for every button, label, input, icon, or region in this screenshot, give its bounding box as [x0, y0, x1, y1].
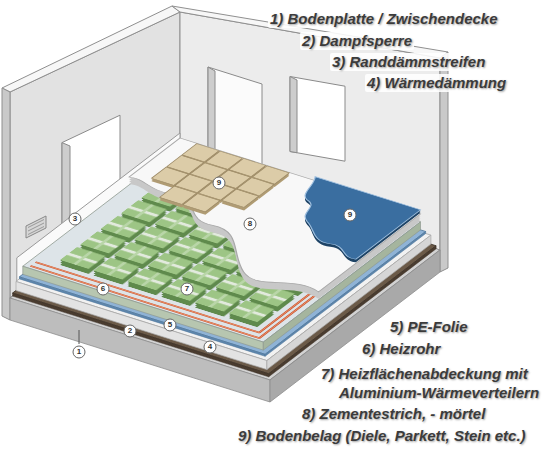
legend-text: 7) Heizflächenabdeckung mit Aluminium-Wä…	[321, 364, 545, 402]
callout-number: 8	[248, 220, 252, 228]
legend-text: 2) Dampfsperre	[300, 32, 414, 50]
callout-number: 6	[101, 285, 105, 293]
floor-covering-blue	[250, 177, 420, 263]
cement-screed	[71, 138, 421, 305]
floor-tiles	[136, 144, 289, 222]
legend-text: 3) Randdämmstreifen	[330, 53, 487, 71]
callout-number: 2	[128, 327, 132, 335]
leader-line	[79, 330, 80, 344]
callout-number: 5	[168, 321, 172, 329]
callout-number: 9	[348, 211, 352, 219]
callout-number: 9	[217, 179, 221, 187]
callout-circles	[69, 177, 356, 358]
vent-grille	[26, 216, 46, 238]
legend-text: 9) Bodenbelag (Diele, Parkett, Stein etc…	[236, 427, 528, 445]
legend-text: 1) Bodenplatte / Zwischendecke	[268, 10, 500, 28]
pe-foil	[19, 154, 425, 356]
legend-text: 6) Heizrohr	[360, 340, 442, 358]
callout-number: 4	[208, 343, 212, 351]
callout-number: 7	[185, 285, 189, 293]
callout-number: 3	[73, 215, 77, 223]
callout-number: 1	[77, 348, 81, 356]
legend-text: 8) Zementestrich, - mörtel	[300, 405, 487, 423]
legend-text: 4) Wärmedämmung	[365, 74, 508, 92]
legend-text: 5) PE-Folie	[388, 318, 470, 336]
